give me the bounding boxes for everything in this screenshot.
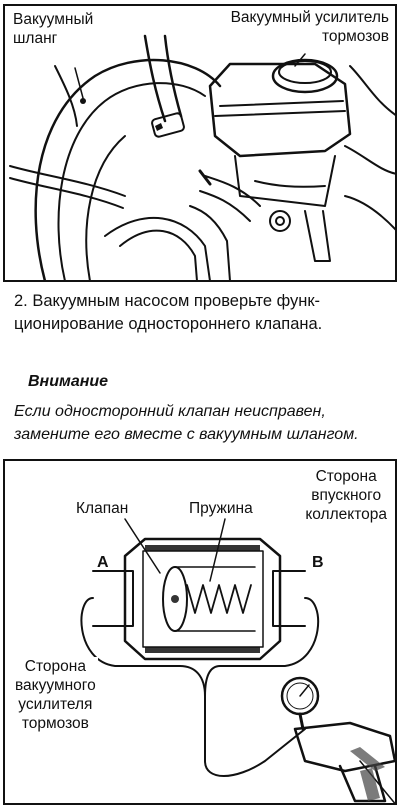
- label-booster-side: Сторона вакуумного усилителя тормозов: [13, 657, 98, 733]
- label-line: шланг: [13, 30, 58, 47]
- label-brake-booster: Вакуумный усилитель тормозов: [228, 8, 391, 46]
- label-line: усилителя: [18, 696, 93, 713]
- label-line: впускного: [311, 487, 382, 504]
- warning-line: Если односторонний клапан неисправен,: [14, 403, 326, 420]
- figure-vacuum-booster: Вакуумный шланг Вакуумный усилитель торм…: [3, 4, 397, 282]
- label-line: Сторона: [315, 468, 377, 485]
- warning-text: Если односторонний клапан неисправен, за…: [14, 400, 392, 446]
- label-line: коллектора: [305, 506, 387, 523]
- label-valve: Клапан: [74, 499, 131, 518]
- warning-title: Внимание: [28, 373, 109, 390]
- label-vacuum-hose: Вакуумный шланг: [11, 10, 96, 48]
- step-line: ционирование одностороннего клапана.: [14, 315, 323, 333]
- label-port-a: A: [97, 554, 109, 571]
- check-valve-illustration: [80, 518, 395, 803]
- label-line: вакуумного: [15, 677, 96, 694]
- label-spring: Пружина: [187, 499, 255, 518]
- label-line: тормозов: [21, 715, 89, 732]
- label-port-b: B: [312, 554, 324, 571]
- step-text: 2. Вакуумным насосом проверьте функ- цио…: [14, 290, 394, 336]
- label-line: Вакуумный усилитель: [230, 9, 389, 26]
- step-line: 2. Вакуумным насосом проверьте функ-: [14, 292, 321, 310]
- label-line: Вакуумный: [13, 11, 94, 28]
- label-line: тормозов: [321, 28, 389, 45]
- label-intake-side: Сторона впускного коллектора: [303, 467, 389, 524]
- warning-line: замените его вместе с вакуумным шлангом.: [14, 426, 359, 443]
- booster-illustration: [9, 34, 395, 280]
- figure-check-valve: Клапан Пружина Сторона впускного коллект…: [3, 459, 397, 805]
- label-line: Сторона: [24, 658, 86, 675]
